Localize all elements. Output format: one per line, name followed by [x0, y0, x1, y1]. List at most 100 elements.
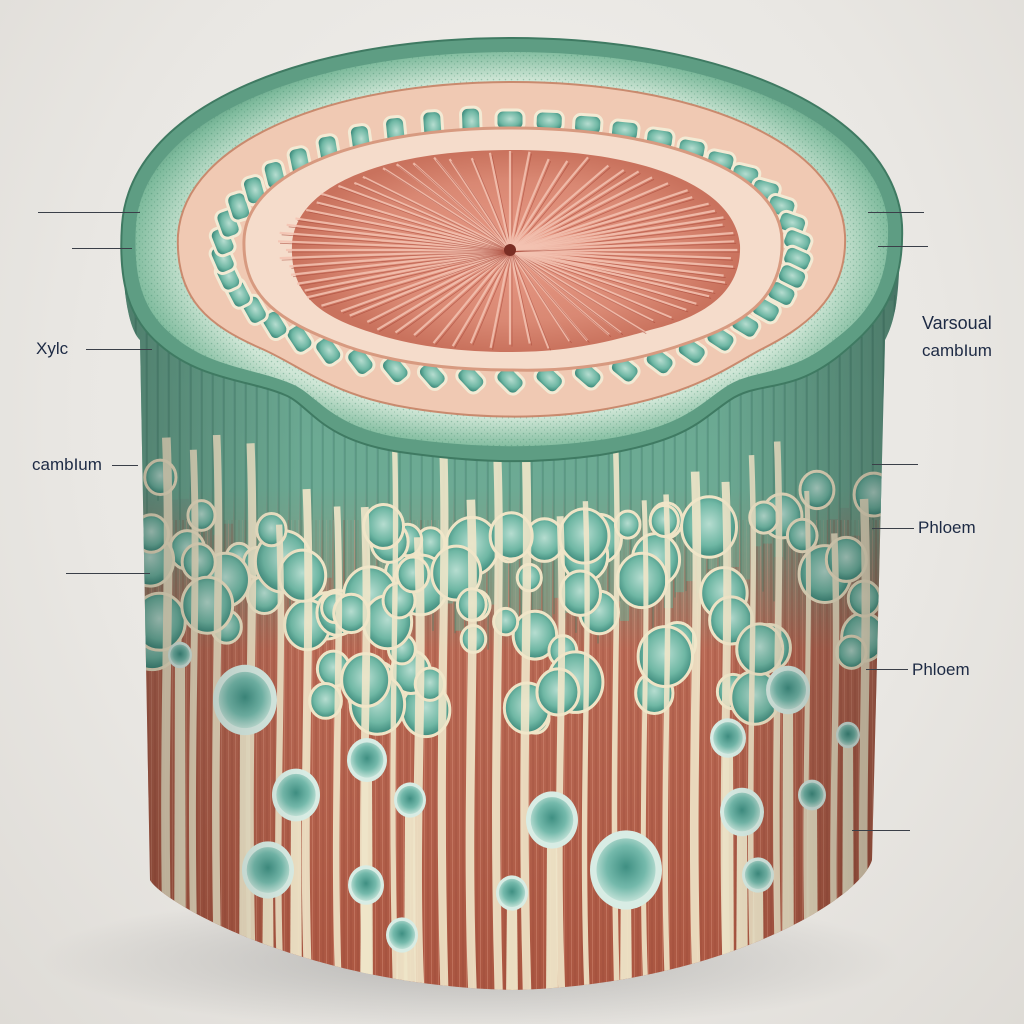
ray-shadow: [384, 169, 513, 253]
ray-shadow: [511, 251, 590, 343]
ray: [509, 249, 654, 322]
ray: [296, 248, 511, 285]
ray-shadow: [323, 251, 513, 309]
ray-shadow: [511, 251, 656, 324]
ray: [509, 248, 724, 277]
ray: [508, 249, 550, 349]
ray-shadow: [511, 251, 647, 335]
ray-shadow: [306, 251, 513, 293]
ray: [286, 223, 511, 252]
ray: [509, 248, 710, 298]
ray-shadow: [291, 251, 513, 269]
vascular-bundle-ring: [208, 105, 814, 396]
ray: [279, 248, 511, 260]
ray: [349, 248, 511, 317]
ray-shadow: [511, 251, 624, 336]
ray-shadow: [369, 251, 513, 325]
leader-line-top-left-1: [38, 212, 140, 213]
ray-shadow: [299, 251, 513, 287]
ray: [509, 248, 734, 268]
ray: [489, 249, 512, 349]
ray: [509, 249, 622, 334]
ray-shadow: [308, 251, 513, 300]
label-phloem-lower: Phloem: [912, 660, 970, 679]
ray-shadow: [435, 159, 513, 253]
ray-shadow: [340, 187, 513, 253]
leader-line-right-bottom: [852, 830, 910, 831]
pith-center: [504, 244, 516, 256]
ray-shadow: [288, 226, 513, 253]
ray-shadow: [492, 251, 513, 350]
ray: [509, 248, 672, 319]
vascular-cell: [313, 334, 344, 367]
vascular-cell: [284, 322, 315, 355]
ray: [509, 209, 716, 252]
ray: [362, 175, 511, 251]
ray: [413, 249, 511, 336]
ray: [382, 167, 511, 251]
ray-shadow: [279, 242, 513, 253]
label-vascular-cambium-line2: cambIum: [922, 341, 992, 360]
ray: [509, 248, 726, 284]
label-vascular-cambium-line1: Varsoual: [922, 313, 992, 333]
ray: [448, 158, 511, 251]
ray-shadow: [415, 164, 513, 253]
ray: [366, 249, 511, 323]
ray-shadow: [435, 251, 513, 346]
ray-shadow: [364, 178, 513, 253]
ray-shadow: [351, 251, 513, 318]
ray: [290, 248, 511, 276]
ray-shadow: [308, 211, 513, 253]
ray-shadow: [379, 251, 513, 332]
ray-shadow: [511, 251, 572, 344]
ray: [509, 170, 640, 251]
ray: [321, 248, 511, 307]
ray: [509, 169, 625, 251]
ray: [509, 160, 569, 251]
leader-line-top-left-2: [72, 248, 132, 249]
ray-shadow: [491, 154, 513, 253]
ray: [394, 249, 511, 334]
leader-line-top-right-1: [868, 212, 924, 213]
ray: [509, 189, 688, 252]
ray-shadow: [472, 251, 513, 346]
ray: [509, 176, 653, 251]
ray: [470, 157, 512, 251]
ray-shadow: [473, 160, 513, 253]
ray-shadow: [454, 251, 513, 349]
leader-line-phloem-lower: [866, 669, 908, 670]
ray: [376, 249, 511, 331]
ray-shadow: [397, 251, 513, 335]
ray: [509, 249, 645, 333]
stem-top-face: [120, 36, 904, 463]
leader-line-top-right-2: [878, 246, 928, 247]
ray-shadow: [511, 251, 533, 346]
ray: [509, 182, 669, 252]
ray-shadow: [281, 251, 513, 261]
ray-shadow: [342, 251, 513, 314]
ray: [340, 248, 511, 313]
ray: [277, 240, 511, 252]
ray-shadow: [398, 165, 513, 253]
stem-side-wall: [122, 225, 900, 990]
ray: [509, 231, 734, 252]
ray-shadow: [511, 251, 552, 351]
ray: [509, 202, 709, 252]
ridge: [895, 295, 900, 509]
ray: [509, 223, 723, 252]
ray: [338, 184, 511, 252]
ray-shadow: [511, 251, 612, 338]
ray: [509, 248, 697, 305]
ray-shadow: [415, 251, 513, 338]
label-xylem: Xylc: [36, 339, 69, 358]
ray: [509, 249, 571, 342]
ray: [304, 248, 511, 292]
ray: [509, 248, 687, 311]
ray: [508, 151, 531, 251]
leader-line-cambium-left: [112, 465, 138, 466]
ray-shadow: [292, 251, 513, 278]
ray-shadow: [281, 234, 513, 253]
ray: [509, 164, 610, 251]
ray: [508, 158, 550, 251]
